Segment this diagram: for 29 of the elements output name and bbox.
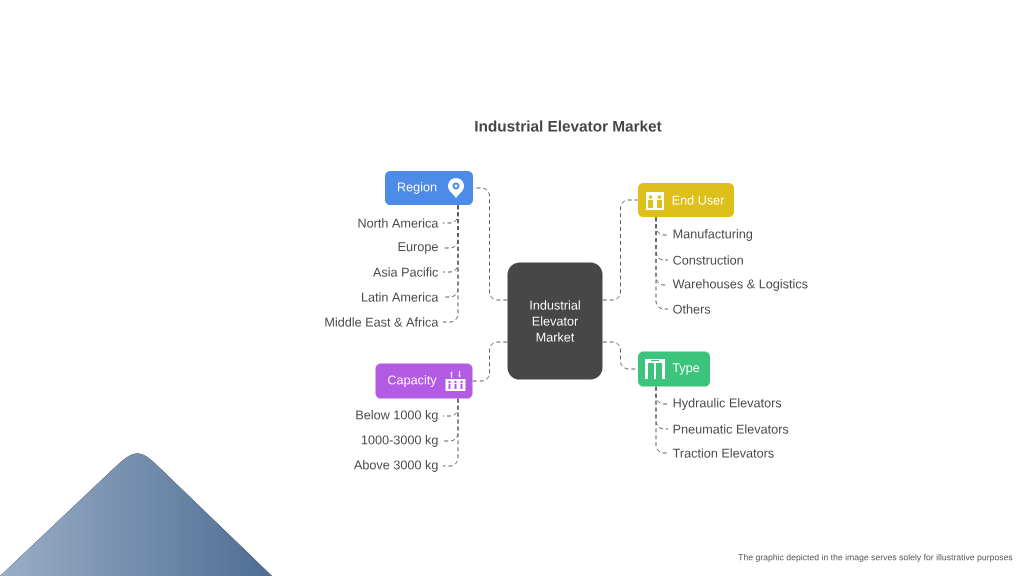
item-label: Below 1000 kg: [356, 410, 438, 422]
item-label: Warehouses & Logistics: [672, 279, 808, 291]
connector: [655, 216, 669, 310]
item-label: Others: [673, 304, 711, 314]
category-box: Capacity: [375, 363, 473, 399]
item-label: Asia Pacific: [372, 267, 439, 277]
connector: [472, 341, 508, 382]
item-label: Pneumatic Elevators: [673, 424, 789, 434]
item-label: Above 3000 kg: [353, 460, 438, 472]
category-box: Region: [385, 171, 473, 205]
category-box: End User: [638, 183, 734, 217]
title: Industrial Elevator Market: [475, 120, 662, 132]
center-box: Industrial Elevator Market: [507, 262, 603, 380]
item-label: Europe: [398, 242, 438, 254]
item-label: Latin America: [362, 292, 439, 302]
connector: [472, 187, 508, 301]
item-label: 1000-3000 kg: [361, 435, 438, 447]
item-label: Construction: [673, 255, 743, 265]
connector: [655, 386, 669, 454]
connector: [442, 398, 459, 467]
item-label: Manufacturing: [673, 229, 753, 241]
connector: [602, 341, 639, 370]
item-label: Middle East & Africa: [325, 317, 439, 327]
connector: [602, 199, 639, 301]
item-label: North America: [358, 218, 439, 228]
item-label: Hydraulic Elevators: [673, 398, 782, 410]
footnote: The graphic depicted in the image serves solely for illustrative purposes: [738, 553, 1013, 563]
connector: [442, 204, 459, 323]
item-label: Traction Elevators: [672, 448, 774, 458]
